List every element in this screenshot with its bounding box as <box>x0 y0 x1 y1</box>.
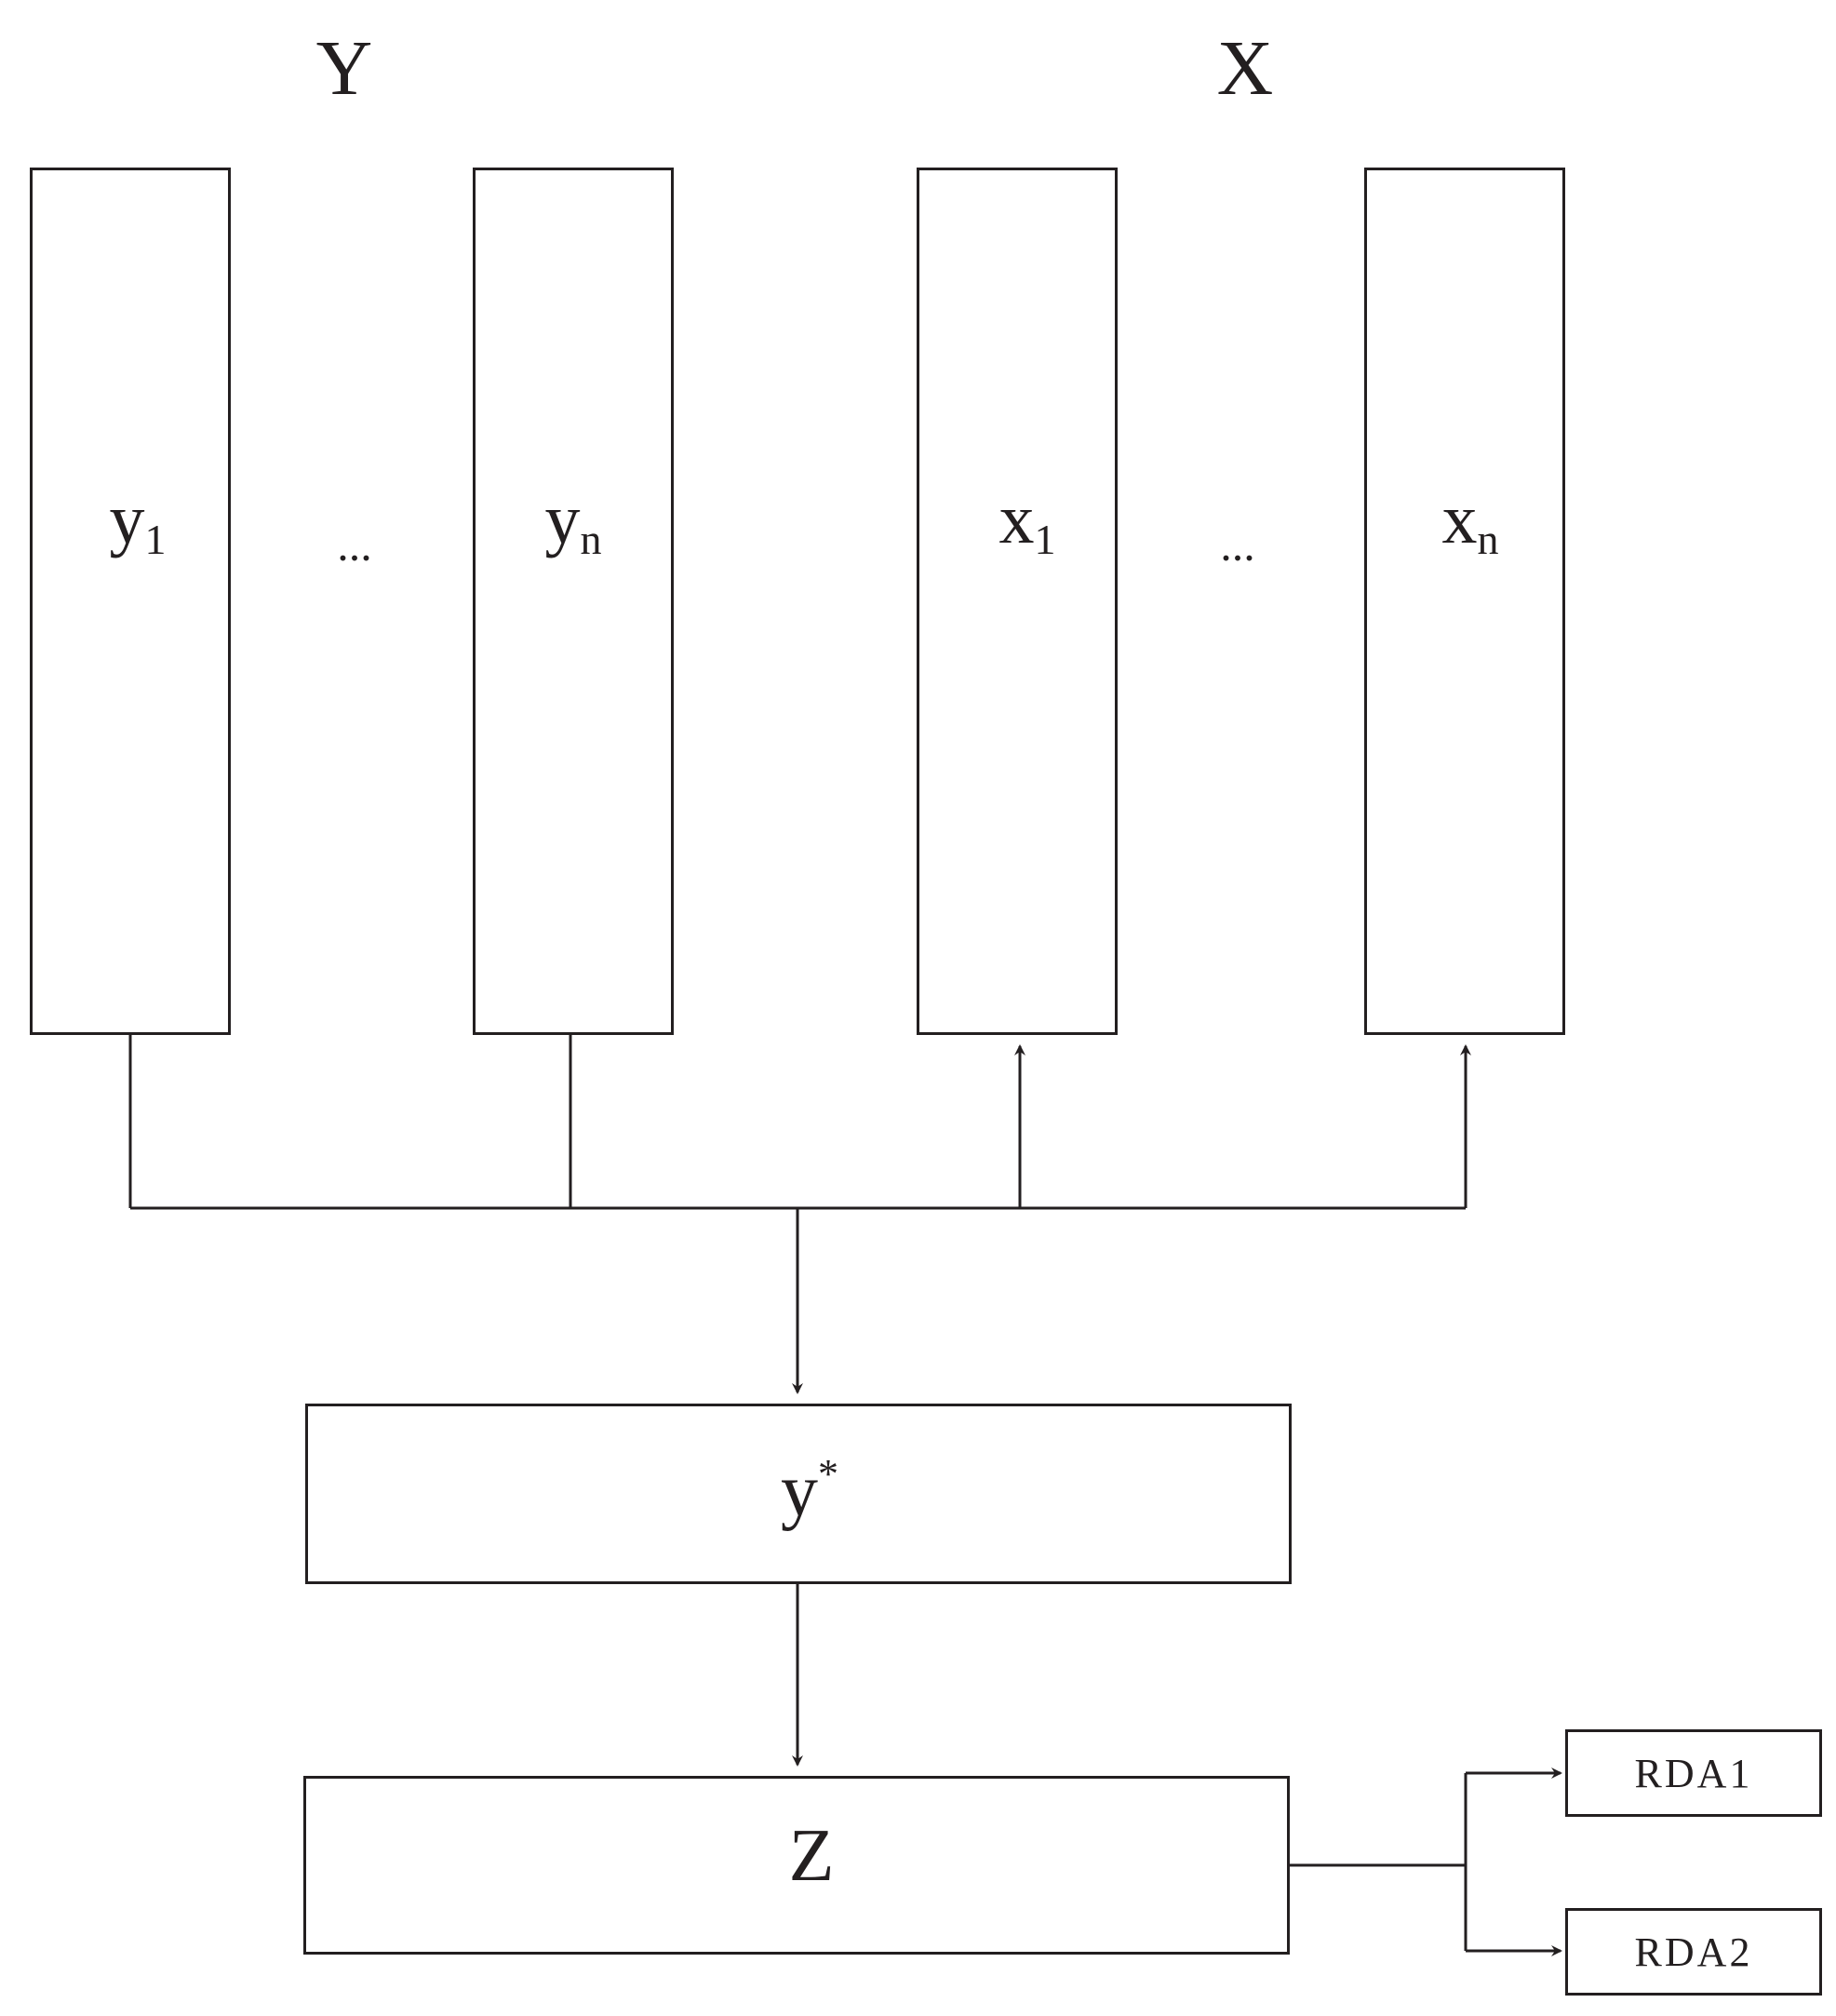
explanatory-group-label: X <box>1216 25 1274 112</box>
rda2-box: RDA2 <box>1565 1908 1822 1996</box>
column-x1-label: x1 <box>998 480 1056 563</box>
column-y1 <box>30 168 231 1035</box>
rda1-box: RDA1 <box>1565 1729 1822 1817</box>
column-y1-label: y1 <box>109 480 167 563</box>
fitted-values-box <box>305 1404 1292 1584</box>
column-xn <box>1364 168 1565 1035</box>
column-xn-label: xn <box>1441 480 1499 563</box>
column-x1 <box>917 168 1118 1035</box>
fitted-values-label: y* <box>781 1450 838 1532</box>
scores-box <box>303 1776 1290 1955</box>
column-yn-label: yn <box>544 480 602 563</box>
column-yn <box>473 168 674 1035</box>
response-group-label: Y <box>315 25 373 112</box>
scores-label: Z <box>788 1815 835 1897</box>
ellipsis-x: ... <box>1220 518 1255 571</box>
ellipsis-y: ... <box>337 518 372 571</box>
